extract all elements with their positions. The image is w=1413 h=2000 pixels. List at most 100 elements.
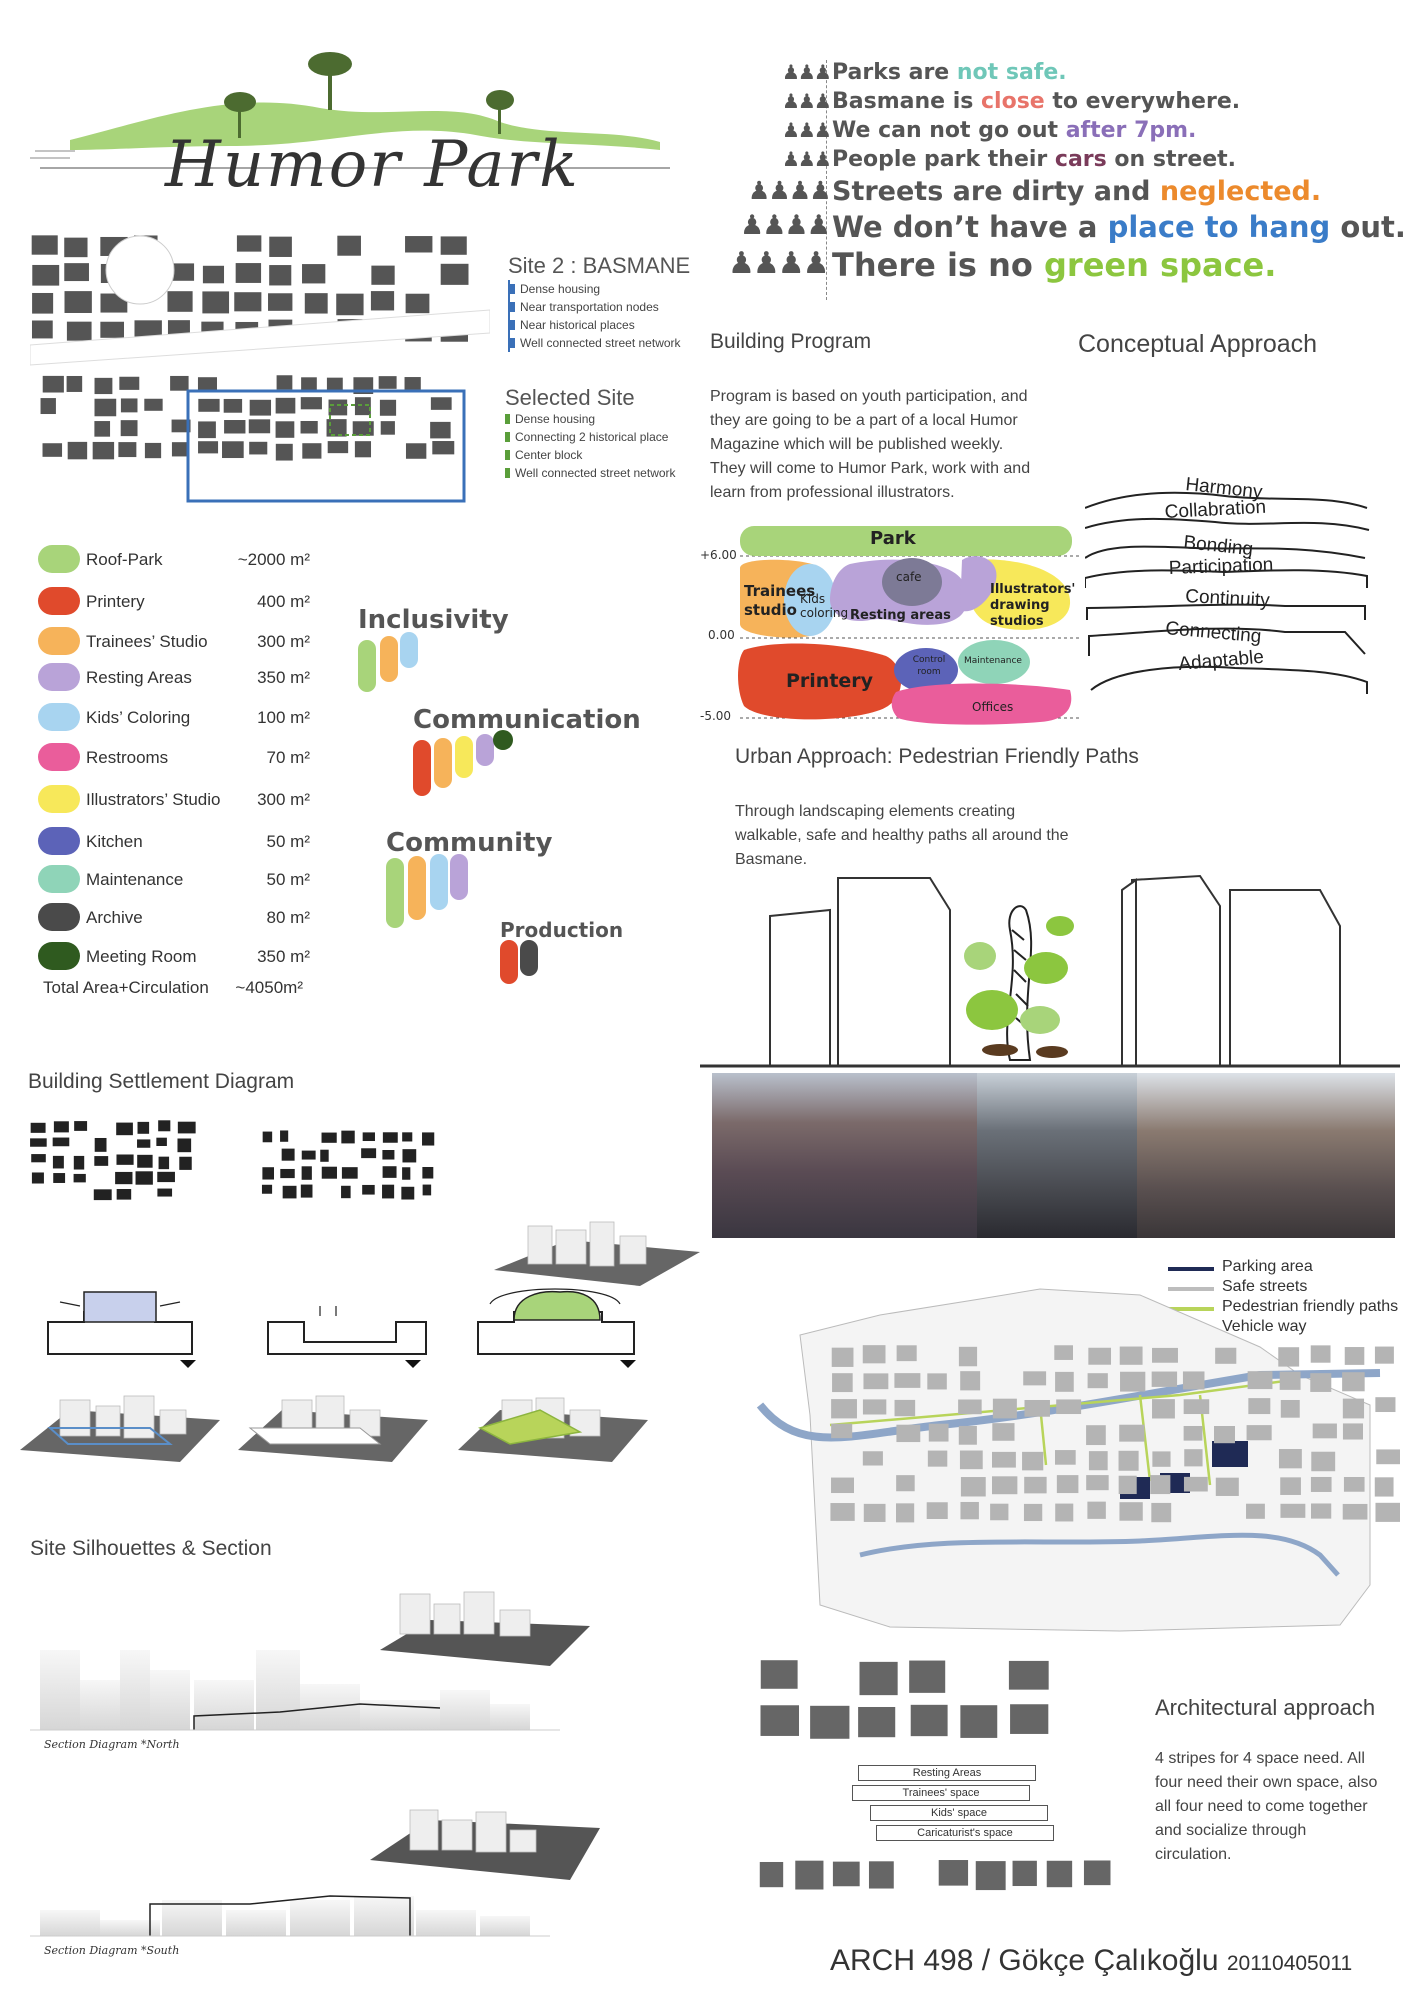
quote-text: Basmane is xyxy=(832,89,982,114)
inclusivity-pill xyxy=(358,640,376,692)
silhouettes-diagram: Section Diagram *North Section Diagram *… xyxy=(30,1580,630,1980)
title-logo: Humor Park xyxy=(30,50,670,210)
legend-label: Vehicle way xyxy=(1222,1318,1307,1335)
pedestrian-map xyxy=(740,1255,1400,1635)
people-icon: ♟♟♟♟ xyxy=(728,246,830,281)
street-photo-3 xyxy=(1137,1073,1395,1238)
program-swatch xyxy=(38,703,80,731)
selected-site-bullets: Dense housing Connecting 2 historical pl… xyxy=(505,410,676,482)
stripe-caricaturist: Caricaturist's space xyxy=(876,1825,1054,1841)
quote-divider xyxy=(826,60,827,300)
program-name: Roof-Park xyxy=(86,550,163,569)
program-name: Resting Areas xyxy=(86,668,192,687)
north-section-label: Section Diagram *North xyxy=(44,1738,180,1751)
site-bullet: Near historical places xyxy=(510,316,681,334)
legend-swatch xyxy=(1168,1267,1214,1271)
street-photo-2 xyxy=(977,1073,1137,1238)
program-area: 100 m² xyxy=(257,708,310,727)
arch-heading: Architectural approach xyxy=(1155,1695,1376,1720)
site-map-graphic xyxy=(30,235,490,503)
stripe-resting: Resting Areas xyxy=(858,1765,1036,1781)
communication-pill xyxy=(493,730,513,750)
quote-line: We don’t have a place to hang out. xyxy=(832,210,1406,244)
quote-highlight: cars xyxy=(1054,147,1107,172)
bubble-maintenance: Maintenance xyxy=(964,656,1022,666)
program-area: 350 m² xyxy=(257,947,310,966)
quote-text: out. xyxy=(1330,210,1406,244)
street-section xyxy=(700,870,1400,1070)
program-area: 400 m² xyxy=(257,592,310,611)
people-icon: ♟♟♟♟ xyxy=(740,210,831,241)
production-label: Production xyxy=(500,918,624,942)
quote-highlight: close xyxy=(981,89,1045,114)
concept-word-adaptable: Adaptable xyxy=(1178,647,1265,675)
quote-line: Basmane is close to everywhere. xyxy=(832,89,1240,114)
site-heading: Site 2 : BASMANE xyxy=(508,253,691,278)
program-swatch xyxy=(38,545,80,573)
building-program-text: Program is based on youth participation,… xyxy=(710,388,1031,501)
street-photos xyxy=(712,1073,1395,1238)
community-label: Community xyxy=(386,828,553,858)
program-area: 350 m² xyxy=(257,668,310,687)
site-bullet: Dense housing xyxy=(510,280,681,298)
bubble-kids: Kids coloring xyxy=(800,592,849,620)
bubble-illustrators: Illustrators' drawing studios xyxy=(990,582,1076,629)
south-section-label: Section Diagram *South xyxy=(44,1944,180,1957)
site-bullets: Dense housing Near transportation nodes … xyxy=(508,280,681,352)
quote-text: on street. xyxy=(1106,147,1237,172)
bubble-trainees: Trainees studio xyxy=(744,582,816,619)
quote-highlight: green space. xyxy=(1044,246,1277,284)
production-pill xyxy=(520,940,538,976)
silhouettes-graphic xyxy=(30,1591,600,1937)
people-icon: ♟♟♟ xyxy=(782,89,832,113)
quote-highlight: after 7pm. xyxy=(1065,118,1197,143)
legend-label: Pedestrian friendly paths xyxy=(1222,1298,1399,1315)
quote-text: Parks are xyxy=(832,60,957,85)
arch-text: 4 stripes for 4 space need. All four nee… xyxy=(1155,1750,1378,1863)
program-name: Kitchen xyxy=(86,832,143,851)
bubble-offices: Offices xyxy=(972,700,1014,714)
street-section-graphic xyxy=(700,874,1400,1068)
quote-text: Streets are dirty and xyxy=(832,176,1160,207)
conceptual-lines: Harmony Collabration Bonding Participati… xyxy=(1085,470,1375,730)
quote-text: We can not go out xyxy=(832,118,1066,143)
program-swatch xyxy=(38,827,80,855)
arch-plan-graphic xyxy=(759,1660,1111,1891)
people-icon: ♟♟♟ xyxy=(782,147,832,171)
concept-word-connecting: Connecting xyxy=(1165,618,1263,647)
selected-bullet: Center block xyxy=(505,446,676,464)
program-item: Resting Areas 350 m² xyxy=(30,663,310,693)
community-pill xyxy=(430,854,448,910)
program-area: 300 m² xyxy=(257,790,310,809)
community-pill xyxy=(450,854,468,900)
program-area: 70 m² xyxy=(266,748,310,767)
level-zero: 0.00 xyxy=(708,628,735,642)
bubble-diagram: +6.00 0.00 -5.00 Park cafe Trainees stud… xyxy=(700,520,1080,730)
quote-text: to everywhere. xyxy=(1044,89,1241,114)
street-photo-1 xyxy=(712,1073,977,1238)
conceptual-heading: Conceptual Approach xyxy=(1078,330,1318,358)
site-bullet: Near transportation nodes xyxy=(510,298,681,316)
building-program-heading: Building Program xyxy=(710,330,872,353)
quote-text: People park their xyxy=(832,147,1055,172)
program-area: 300 m² xyxy=(257,632,310,651)
people-icon: ♟♟♟♟ xyxy=(748,176,832,205)
footer-course: ARCH 498 / Gökçe Çalıkoğlu xyxy=(830,1944,1219,1977)
program-name: Archive xyxy=(86,908,143,927)
quote-line: Parks are not safe. xyxy=(832,60,1067,85)
program-name: Maintenance xyxy=(86,870,184,889)
program-name: Illustrators’ Studio xyxy=(86,790,221,809)
production-pill xyxy=(500,940,518,984)
inclusivity-pill xyxy=(380,636,398,682)
stripe-trainees: Trainees' space xyxy=(852,1785,1030,1801)
program-area: ~2000 m² xyxy=(237,550,310,569)
program-item: Roof-Park ~2000 m² xyxy=(30,545,310,575)
urban-text: Through landscaping elements creating wa… xyxy=(735,803,1069,868)
communication-pill xyxy=(413,740,431,796)
site-map xyxy=(30,215,490,505)
